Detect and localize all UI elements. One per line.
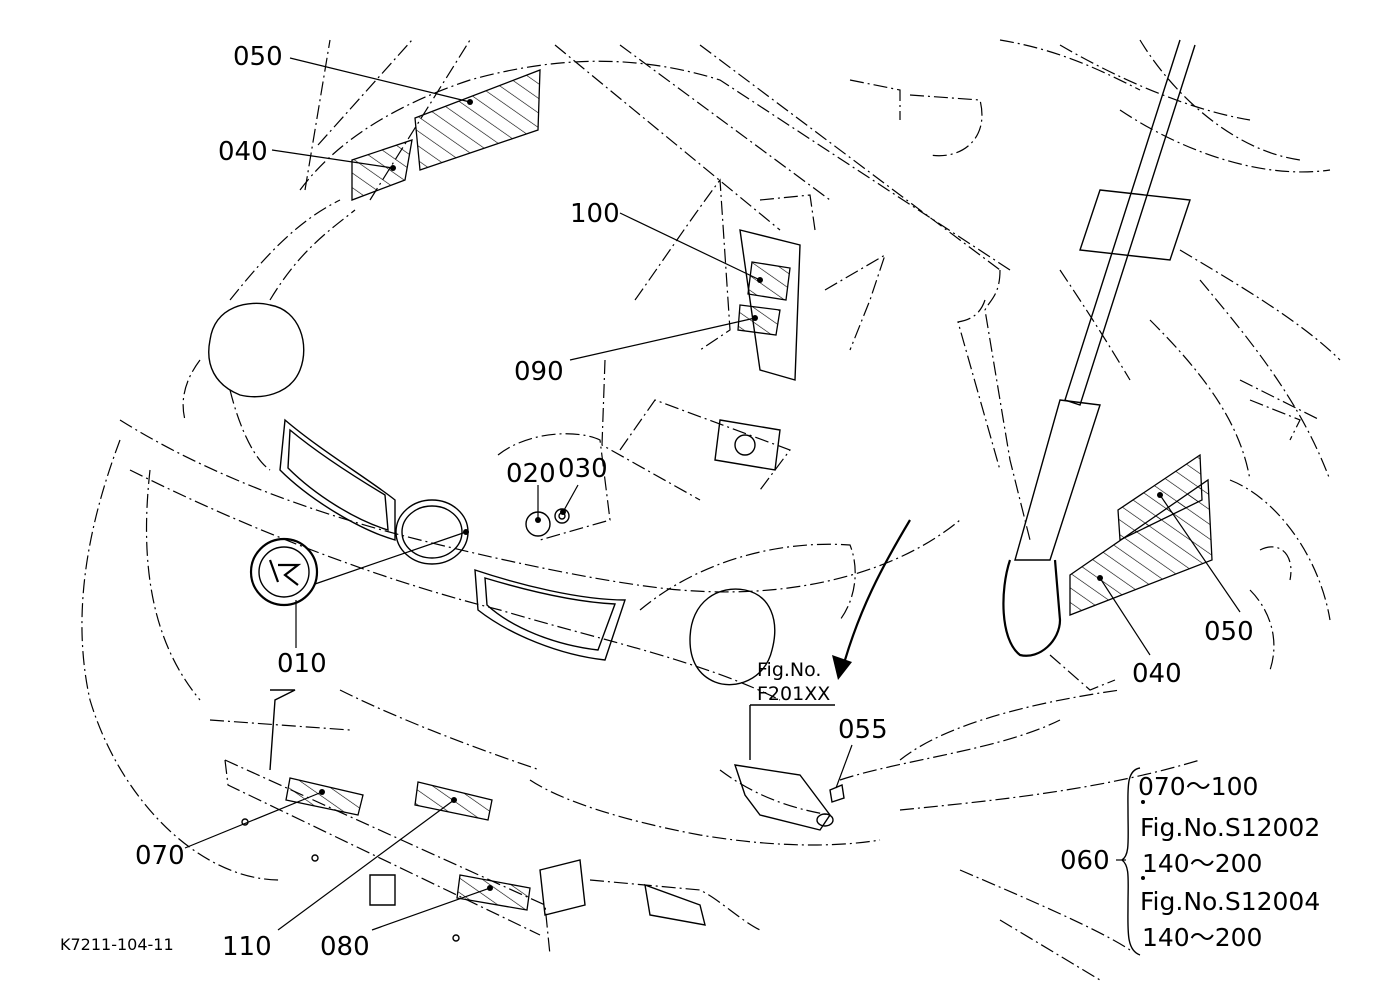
decal-050-left <box>414 69 541 171</box>
bom-item-2: Fig.No.S12002 <box>1140 813 1320 842</box>
bom-item-4: Fig.No.S12004 <box>1140 887 1320 916</box>
callout-055: 055 <box>838 715 888 745</box>
callout-050-left: 050 <box>233 42 283 72</box>
callout-060: 060 <box>1060 846 1110 876</box>
callout-100: 100 <box>570 199 620 229</box>
callout-030: 030 <box>558 454 608 484</box>
callout-080: 080 <box>320 932 370 962</box>
callout-010: 010 <box>277 649 327 679</box>
decals <box>285 69 1213 911</box>
vehicle-linework <box>81 39 1341 981</box>
callout-040-left: 040 <box>218 137 268 167</box>
bom-group-list: 070～100 Fig.No.S12002 140～200 Fig.No.S12… <box>1138 772 1320 952</box>
callout-090: 090 <box>514 357 564 387</box>
decal-080 <box>456 874 531 911</box>
decal-040-left <box>351 139 413 201</box>
callout-070: 070 <box>135 841 185 871</box>
decal-100 <box>747 261 791 301</box>
figref-line1: Fig.No. <box>757 659 821 681</box>
callout-040-right: 040 <box>1132 659 1182 689</box>
leader-lines <box>184 57 1241 956</box>
callout-050-right: 050 <box>1204 617 1254 647</box>
bom-item-1: 070～100 <box>1138 772 1258 801</box>
callout-110: 110 <box>222 932 272 962</box>
callout-020: 020 <box>506 459 556 489</box>
bom-item-5: 140～200 <box>1142 923 1262 952</box>
bom-item-3: 140～200 <box>1142 849 1262 878</box>
nut-030 <box>554 508 570 524</box>
decal-070 <box>285 777 364 816</box>
drawing-code: K7211-104-11 <box>60 935 174 954</box>
figure-reference: Fig.No. F201XX <box>757 659 830 705</box>
decal-040-right <box>1069 478 1213 616</box>
figref-line2: F201XX <box>757 683 830 705</box>
callout-labels: 050 040 100 090 020 030 010 050 040 055 … <box>135 42 1254 962</box>
